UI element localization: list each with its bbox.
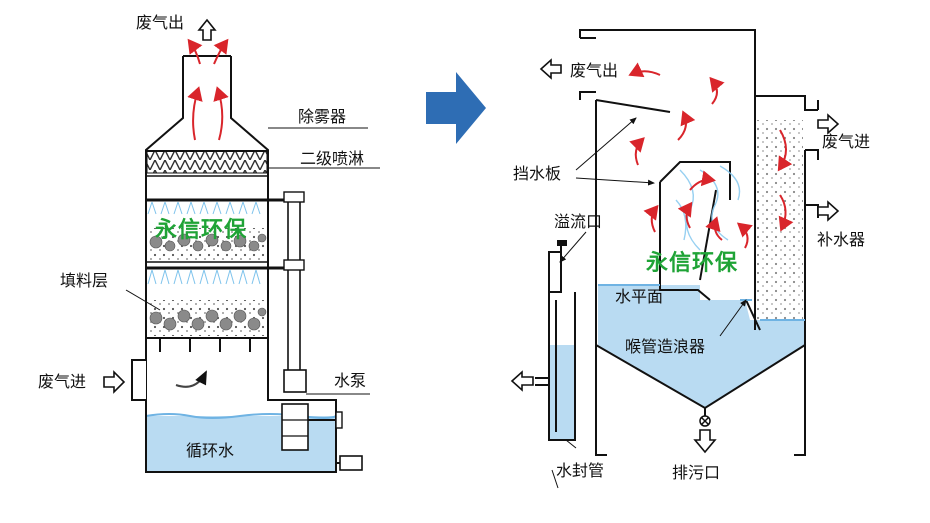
drain-valve-icon	[699, 415, 711, 427]
makeup-water-arrow-icon	[817, 200, 840, 222]
inlet-gas-particles	[757, 120, 803, 320]
secondary-spray-label: 二级喷淋	[300, 149, 365, 168]
water-seal-pipe-label: 水封管	[556, 461, 605, 480]
throat-wave-generator-label: 喉管造浪器	[625, 337, 706, 356]
packing-layer-label: 填料层	[60, 271, 109, 290]
drain-valve-left	[339, 455, 363, 471]
right-gas-out-label: 废气出	[570, 61, 619, 80]
venturi-airflow-arrows	[628, 62, 794, 249]
demister-label: 除雾器	[298, 107, 347, 126]
overflow-label: 溢流口	[554, 212, 603, 231]
circulating-water-label: 循环水	[186, 441, 235, 460]
gas-out-arrow-icon	[197, 18, 217, 41]
demister-layer	[146, 150, 268, 174]
inlet-flow-arrow	[175, 370, 207, 388]
spray-cones-upper	[147, 201, 261, 215]
water-surface-line	[145, 413, 337, 419]
gas-out-arrow-icon-right	[539, 58, 562, 80]
seal-outlet-arrow-icon	[510, 370, 534, 392]
tower-body-outline	[145, 56, 337, 473]
makeup-water-label: 补水器	[817, 230, 866, 249]
packed-spray-tower-diagram	[103, 18, 380, 473]
gas-in-arrow-icon	[103, 370, 126, 394]
right-arrow-icon	[426, 72, 486, 144]
left-gas-out-label: 废气出	[136, 13, 185, 32]
spray-cones-lower	[147, 269, 261, 285]
recirculation-pipe	[287, 195, 301, 377]
baffle-label: 挡水板	[513, 164, 562, 183]
drain-label: 排污口	[672, 463, 721, 482]
right-gas-in-label: 废气进	[822, 132, 871, 151]
gas-inlet-duct	[131, 359, 146, 401]
water-level-label: 水平面	[615, 287, 664, 306]
right-brand-watermark: 永信环保	[646, 251, 739, 276]
packing-balls-lower	[149, 307, 267, 331]
left-brand-watermark: 永信环保	[155, 218, 248, 243]
pump-body	[283, 369, 307, 393]
pump-label: 水泵	[334, 371, 367, 390]
seal-pipe-water	[549, 345, 575, 440]
exhaust-airflow-arrows	[187, 38, 229, 141]
packing-balls-upper	[149, 233, 267, 252]
drain-arrow-icon	[693, 429, 717, 454]
left-gas-in-label: 废气进	[38, 372, 87, 391]
venturi-scrubber-diagram	[510, 29, 840, 489]
gas-in-arrow-icon-right	[817, 113, 840, 135]
